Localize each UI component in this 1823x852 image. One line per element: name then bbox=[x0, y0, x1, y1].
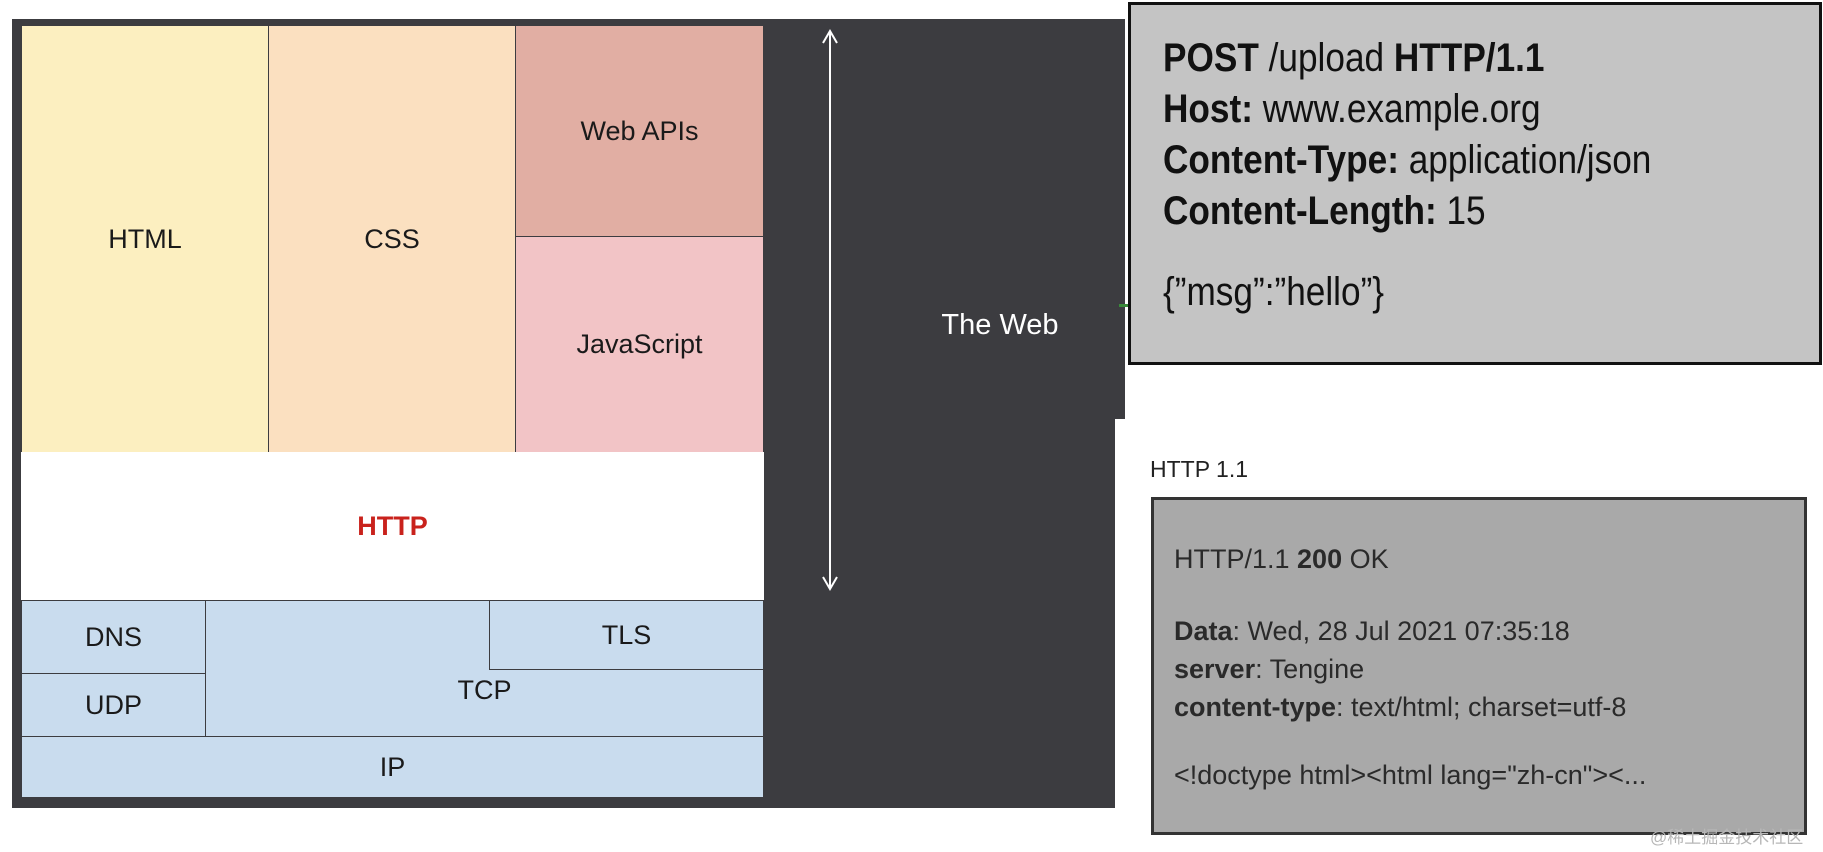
the-web-label: The Web bbox=[941, 308, 1059, 341]
content-type-response-header: content-type: text/html; charset=utf-8 bbox=[1174, 688, 1804, 726]
content-type-value: application/json bbox=[1398, 138, 1652, 182]
web-apis-layer: Web APIs bbox=[515, 25, 764, 237]
server-header: server: Tengine bbox=[1174, 650, 1804, 688]
content-length-key: Content-Length: bbox=[1163, 189, 1437, 233]
request-path: /upload bbox=[1258, 36, 1394, 80]
request-method: POST bbox=[1163, 36, 1259, 80]
server-header-value: : Tengine bbox=[1255, 654, 1365, 684]
ip-label: IP bbox=[379, 751, 406, 782]
host-header-key: Host: bbox=[1163, 87, 1253, 131]
http-layer: HTTP bbox=[21, 452, 764, 601]
web-apis-label: Web APIs bbox=[580, 115, 699, 146]
response-content-type-key: content-type bbox=[1174, 692, 1336, 722]
server-header-key: server bbox=[1174, 654, 1256, 684]
status-text: OK bbox=[1342, 544, 1389, 574]
udp-layer: UDP bbox=[21, 673, 206, 737]
http-response-box: HTTP/1.1 200 OK Data: Wed, 28 Jul 2021 0… bbox=[1151, 497, 1807, 835]
tls-label: TLS bbox=[601, 619, 652, 650]
ip-layer: IP bbox=[21, 736, 764, 798]
response-body: <!doctype html><html lang="zh-cn"><... bbox=[1174, 760, 1647, 790]
status-version: HTTP/1.1 bbox=[1174, 544, 1298, 574]
response-content-type-value: : text/html; charset=utf-8 bbox=[1336, 692, 1627, 722]
date-header-value: : Wed, 28 Jul 2021 07:35:18 bbox=[1232, 616, 1570, 646]
connector-line bbox=[1119, 304, 1131, 307]
tls-layer: TLS bbox=[489, 600, 764, 670]
css-layer: CSS bbox=[268, 25, 516, 453]
request-version: HTTP/1.1 bbox=[1393, 36, 1545, 80]
javascript-label: JavaScript bbox=[576, 329, 703, 359]
host-header-value: www.example.org bbox=[1252, 87, 1541, 131]
status-line: HTTP/1.1 200 OK bbox=[1174, 540, 1804, 578]
panel-notch bbox=[1115, 19, 1125, 419]
http-label: HTTP bbox=[357, 511, 428, 541]
watermark: @稀土掘金技术社区 bbox=[1650, 828, 1804, 847]
udp-label: UDP bbox=[84, 689, 142, 720]
tcp-label: TCP bbox=[457, 674, 512, 705]
date-header-key: Data bbox=[1174, 616, 1233, 646]
content-length-value: 15 bbox=[1436, 189, 1486, 233]
request-body: {”msg”:”hello”} bbox=[1163, 270, 1385, 314]
content-type-key: Content-Type: bbox=[1163, 138, 1399, 182]
javascript-layer: JavaScript bbox=[515, 236, 764, 453]
response-caption: HTTP 1.1 bbox=[1150, 456, 1248, 482]
dns-label: DNS bbox=[84, 621, 142, 652]
http-request-box: POST /upload HTTP/1.1 Host: www.example.… bbox=[1128, 2, 1822, 365]
double-arrow-icon bbox=[822, 29, 838, 591]
html-layer-label: HTML bbox=[108, 223, 182, 254]
dns-layer: DNS bbox=[21, 600, 206, 674]
content-type-header: Content-Type: application/json bbox=[1163, 135, 1740, 186]
date-header: Data: Wed, 28 Jul 2021 07:35:18 bbox=[1174, 612, 1804, 650]
content-length-header: Content-Length: 15 bbox=[1163, 186, 1740, 237]
status-code: 200 bbox=[1297, 544, 1343, 574]
request-line: POST /upload HTTP/1.1 bbox=[1163, 33, 1740, 84]
host-header: Host: www.example.org bbox=[1163, 84, 1740, 135]
html-layer: HTML bbox=[21, 25, 269, 453]
css-layer-label: CSS bbox=[364, 223, 420, 254]
